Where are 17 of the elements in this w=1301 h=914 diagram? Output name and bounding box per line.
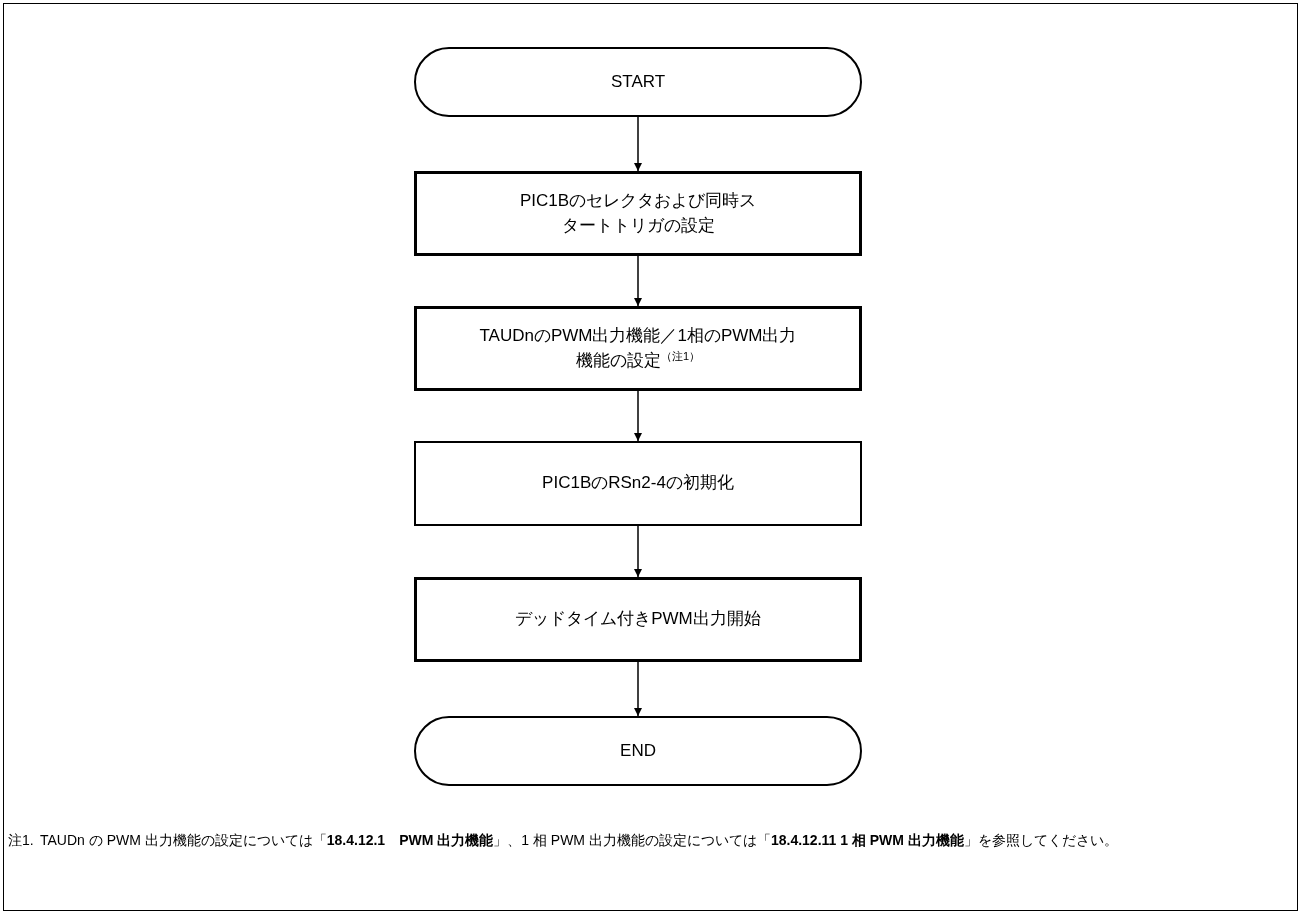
footnote-text: TAUDn の PWM 出力機能の設定については「18.4.12.1 PWM 出力機能」、1 相 PWM 出力機能の設定については「18.4.12.11 1 相 PWM 出力機能」を参照してください。 [40,831,1119,850]
arrow [634,116,642,172]
node-label: START [610,70,666,93]
arrow [634,255,642,307]
arrow [634,390,642,442]
note-number: 注1. [8,831,35,850]
process-box [414,306,862,391]
arrow [634,661,642,717]
node-label: デッドタイム付きPWM出力開始 [515,608,761,631]
node-label: END [620,739,656,762]
node-label: TAUDnのPWM出力機能／1相のPWM出力機能の設定$^{（注1）}$ [478,324,798,372]
node-label: PIC1Bのセレクタおよび同時スタートトリガの設定 [518,189,758,237]
node-label: PIC1BのRSn2-4の初期化 [542,472,734,495]
arrow [634,525,642,578]
process-box [414,441,862,526]
process-box [414,171,862,256]
process-box [414,577,862,662]
